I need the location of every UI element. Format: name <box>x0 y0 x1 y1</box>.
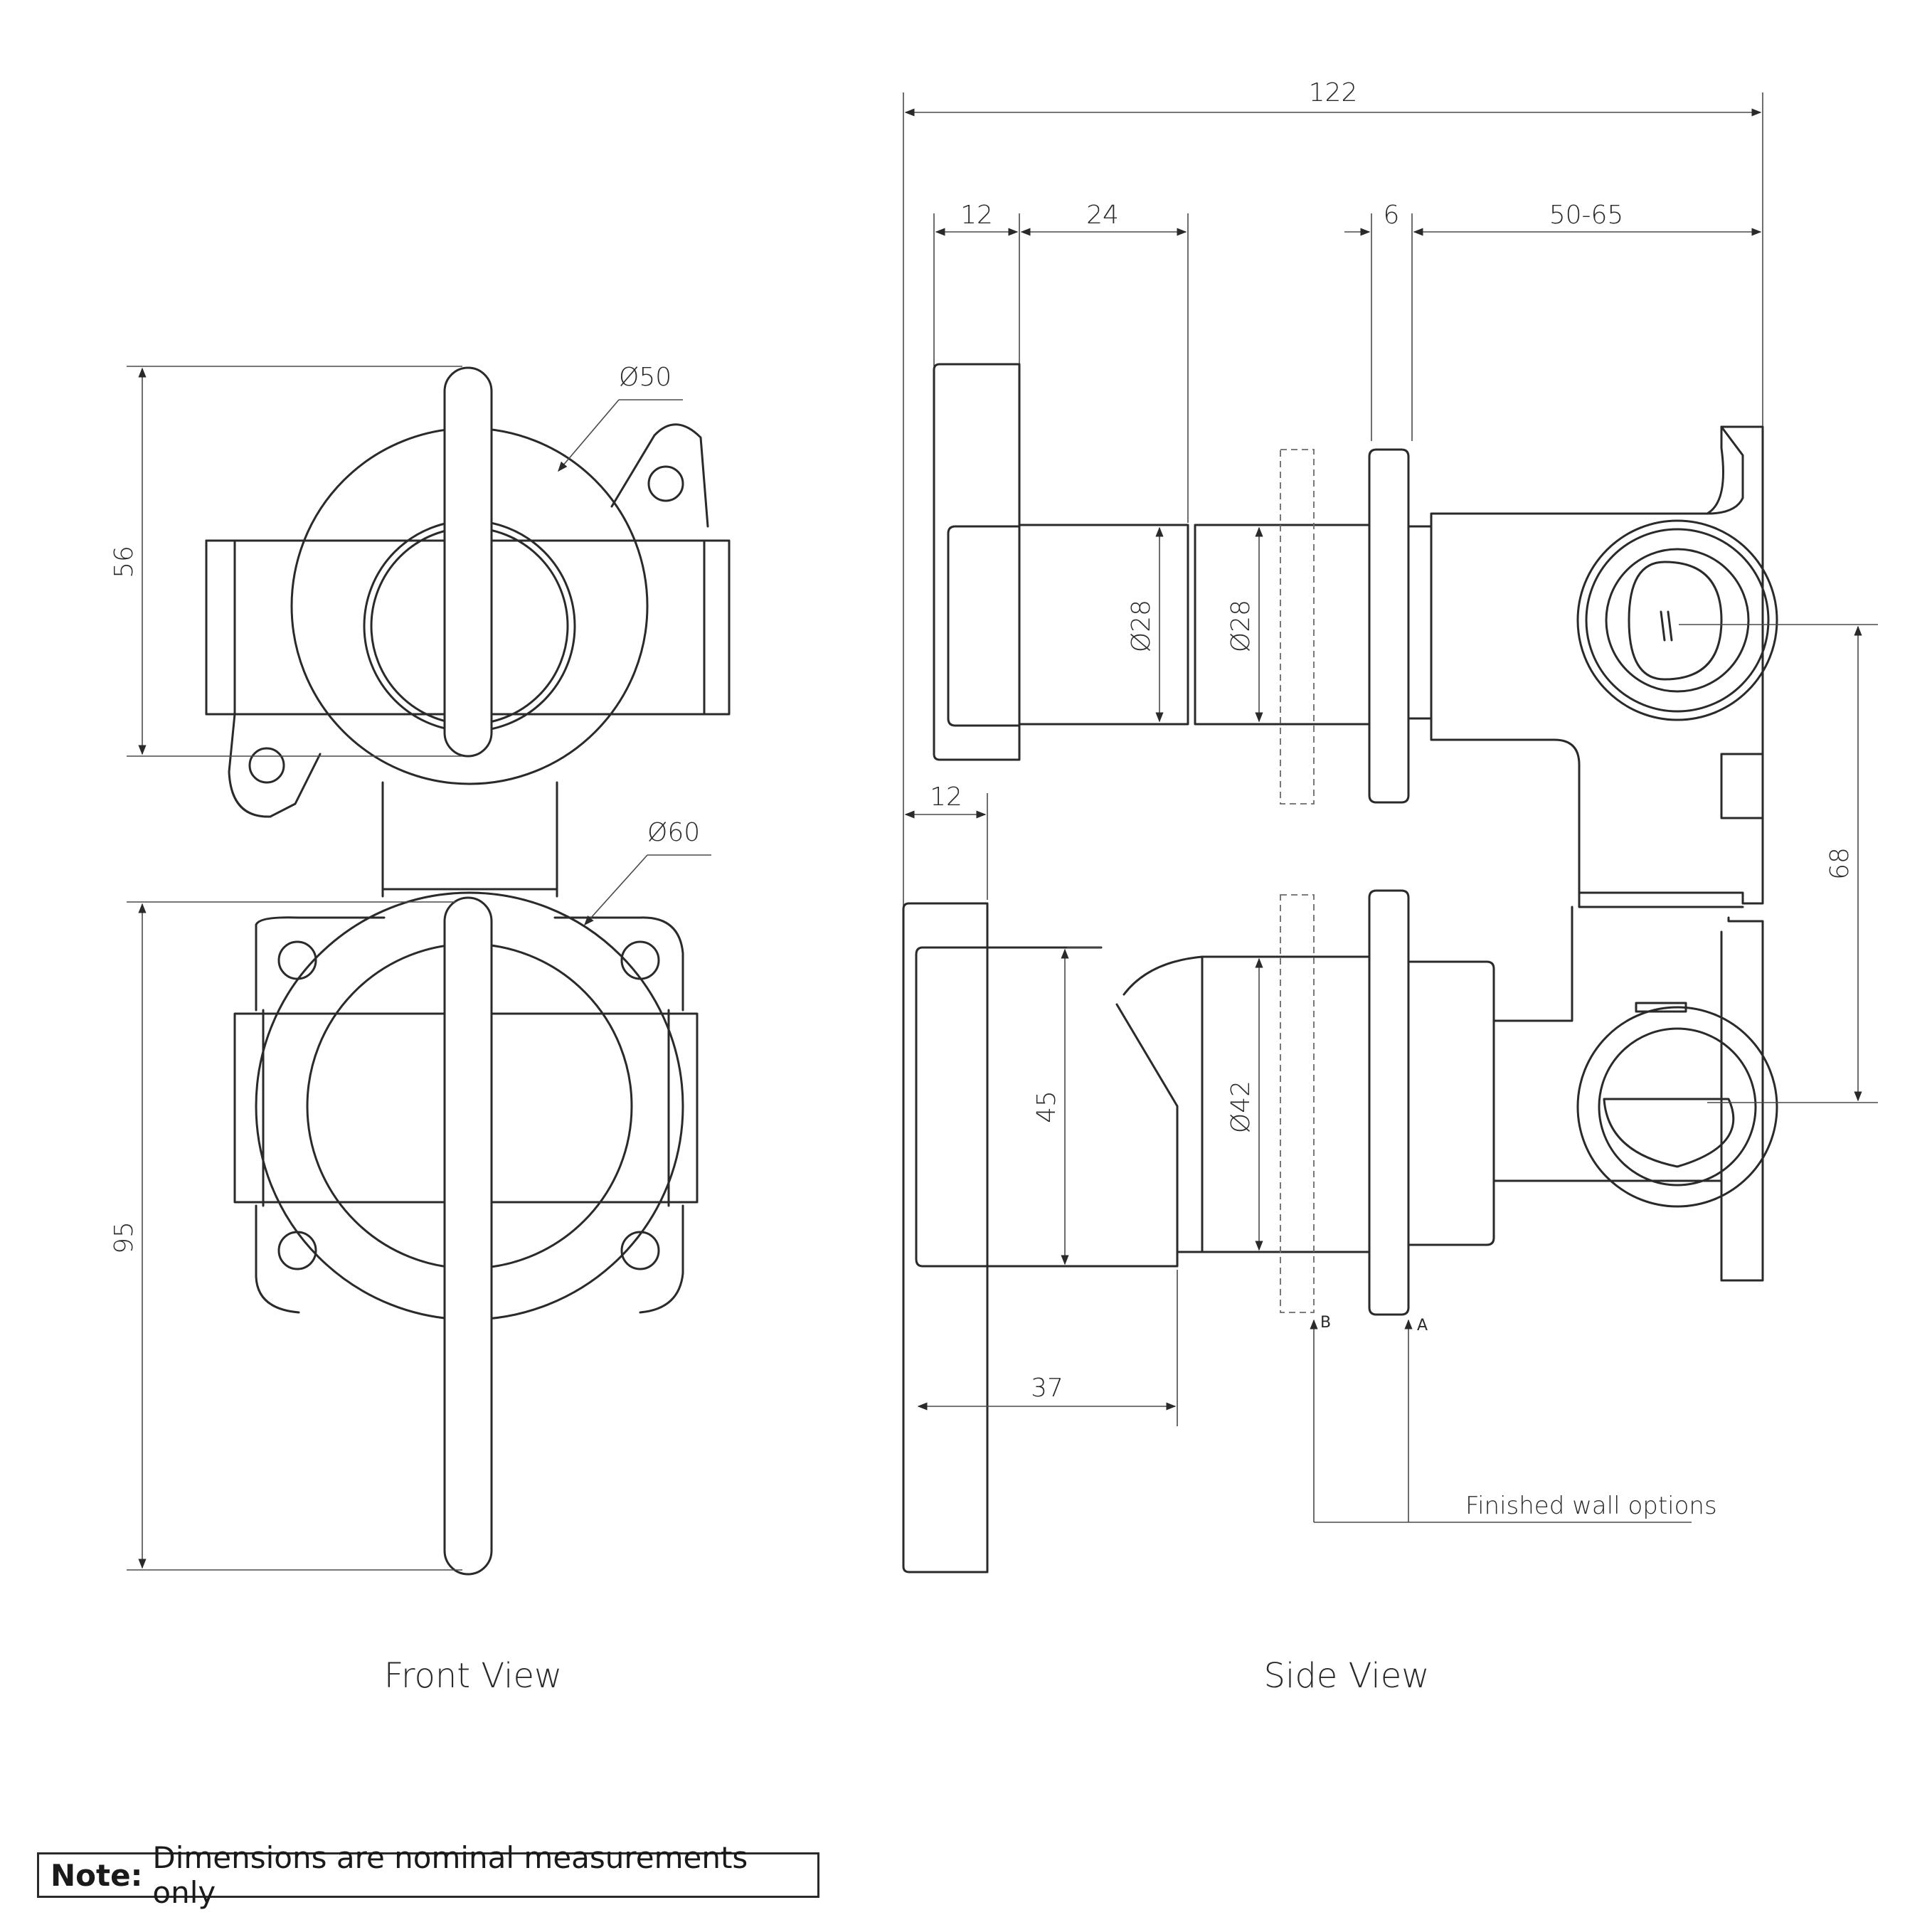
side-valve-body <box>1430 425 1778 1282</box>
dim-122: 122 <box>1309 78 1358 107</box>
dim-dia60: Ø60 <box>647 818 700 847</box>
front-dimension-95: 95 <box>110 901 462 1571</box>
front-upper-valve-body <box>205 423 731 898</box>
finished-wall-options: B A Finished wall options <box>1310 1314 1717 1523</box>
note-label: Note: <box>51 1857 143 1893</box>
wall-marker-b: B <box>1320 1314 1331 1332</box>
dim-68: 68 <box>1825 847 1854 880</box>
front-dimension-dia50: Ø50 <box>558 363 683 472</box>
dim-12-bottom: 12 <box>930 782 962 812</box>
dim-12-top: 12 <box>960 201 993 230</box>
dim-dia50: Ø50 <box>619 363 672 392</box>
front-upper-lever <box>443 366 493 758</box>
front-lower-lever <box>443 896 493 1576</box>
dim-dia28-b: Ø28 <box>1226 600 1256 652</box>
side-dimension-lower-12: 12 <box>904 782 988 900</box>
side-lower-handle <box>902 889 1495 1573</box>
side-dimension-37: 37 <box>917 1270 1178 1426</box>
front-dimension-56: 56 <box>110 366 462 757</box>
dim-24: 24 <box>1086 201 1119 230</box>
front-dimension-dia60: Ø60 <box>584 818 711 926</box>
note-box: Note: Dimensions are nominal measurement… <box>37 1840 819 1910</box>
dim-dia42: Ø42 <box>1226 1081 1256 1133</box>
side-view: 122 12 24 6 50-65 <box>902 78 1878 1573</box>
dim-6: 6 <box>1384 201 1400 230</box>
front-view-caption: Front View <box>384 1656 563 1696</box>
wall-options-label: Finished wall options <box>1465 1492 1717 1520</box>
side-view-caption: Side View <box>1264 1656 1430 1696</box>
side-dimension-45: 45 <box>1032 947 1101 1265</box>
side-dimension-68: 68 <box>1679 624 1878 1103</box>
dim-45: 45 <box>1032 1090 1061 1123</box>
side-dimension-122: 122 <box>903 78 1763 1565</box>
note-text: Dimensions are nominal measurements only <box>152 1840 748 1910</box>
dim-50-65: 50-65 <box>1549 201 1624 230</box>
front-view: 56 95 Ø50 Ø60 <box>110 363 731 1576</box>
wall-marker-a: A <box>1417 1317 1428 1334</box>
side-dimension-upper-stems: Ø28 Ø28 <box>1127 526 1263 723</box>
side-dimension-upper-row: 12 24 6 50-65 <box>933 201 1762 523</box>
front-lower-valve-body <box>233 916 699 1314</box>
dim-95: 95 <box>110 1221 139 1254</box>
dim-dia28-a: Ø28 <box>1127 600 1156 652</box>
side-dimension-dia42: Ø42 <box>1226 957 1263 1251</box>
dim-37: 37 <box>1031 1374 1063 1403</box>
dim-56: 56 <box>110 546 139 578</box>
side-upper-handle <box>933 363 1433 805</box>
